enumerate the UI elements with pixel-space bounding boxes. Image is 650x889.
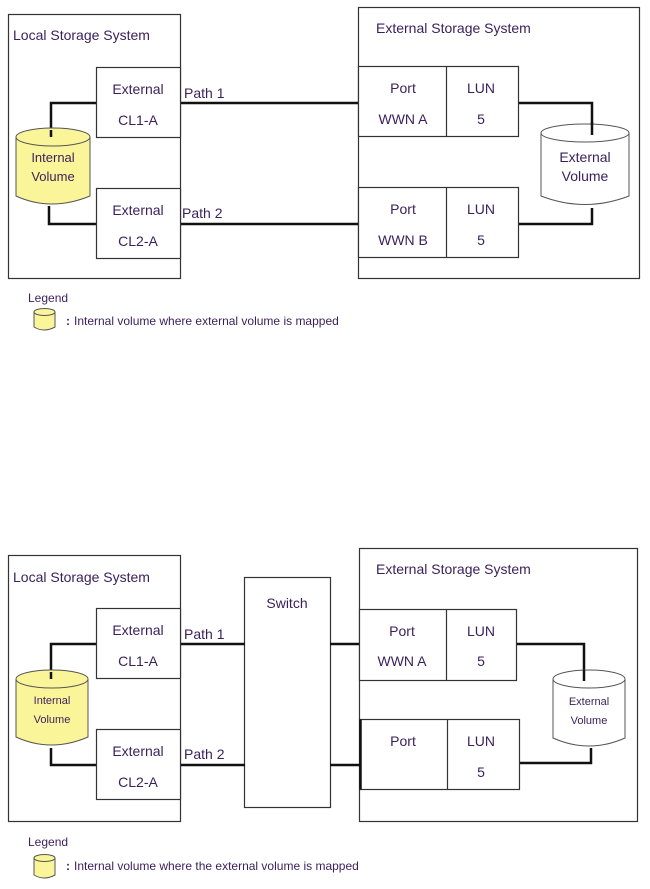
external-port-b-box — [359, 718, 521, 791]
local-storage-system-label: Local Storage System — [13, 569, 150, 585]
external-port-b-label: Port — [390, 201, 416, 217]
legend-1-colon: : — [66, 314, 70, 328]
legend-2-title: Legend — [28, 835, 69, 849]
local-storage-system-label: Local Storage System — [13, 27, 150, 43]
external-port-b-label: Port — [390, 733, 416, 749]
diagram-2: Local Storage System External Storage Sy… — [7, 547, 639, 823]
port-cl1a-id: CL1-A — [118, 653, 158, 669]
port-cl1a-type: External — [112, 81, 163, 97]
port-cl2a-box — [95, 187, 182, 260]
wire-internal-to-cl1a — [49, 101, 96, 130]
switch-box — [243, 576, 332, 809]
external-storage-system-label: External Storage System — [376, 561, 531, 577]
port-cl1a-id: CL1-A — [118, 112, 158, 128]
lun-b-value: 5 — [477, 232, 485, 248]
external-port-a-wwn: WWN A — [378, 653, 428, 669]
legend-2-row: : Internal volume where the external vol… — [60, 859, 359, 873]
legend-1-title: Legend — [28, 291, 69, 305]
internal-volume-label-2: Volume — [34, 714, 71, 726]
external-port-b-box — [357, 186, 520, 259]
lun-a-value: 5 — [477, 111, 485, 127]
internal-volume-cylinder-icon — [15, 127, 91, 205]
internal-volume-label-1: Internal — [34, 695, 71, 707]
diagram-1: Local Storage System External Storage Sy… — [7, 6, 641, 280]
path-2-label: Path 2 — [182, 205, 223, 221]
external-port-a-label: Port — [390, 80, 416, 96]
path-1-label: Path 1 — [184, 85, 225, 101]
legend-2-colon: : — [66, 859, 70, 873]
port-cl2a-type: External — [112, 202, 163, 218]
internal-volume-label-1: Internal — [31, 150, 74, 165]
lun-b-value: 5 — [477, 764, 485, 780]
port-cl2a-box — [95, 728, 182, 801]
path-1-label: Path 1 — [184, 626, 225, 642]
wire-internal-to-cl2a — [47, 206, 96, 226]
legend-2-text: Internal volume where the external volum… — [74, 859, 359, 873]
port-cl2a-type: External — [112, 743, 163, 759]
external-volume-label-1: External — [559, 149, 610, 165]
external-port-a-box — [358, 608, 518, 682]
internal-volume-cylinder-icon — [15, 669, 89, 746]
external-port-a-label: Port — [389, 623, 415, 639]
external-port-b-wwn: WWN B — [378, 232, 428, 248]
external-port-a-wwn: WWN A — [379, 111, 429, 127]
internal-volume-label-2: Volume — [31, 169, 74, 184]
port-cl2a-id: CL2-A — [118, 774, 158, 790]
lun-a-label: LUN — [467, 623, 495, 639]
legend-1-cylinder-icon — [33, 308, 56, 331]
wire-internal-to-cl1a — [49, 642, 96, 672]
legend-1-text: Internal volume where external volume is… — [74, 314, 339, 328]
switch-label: Switch — [266, 595, 307, 611]
external-volume-cylinder-icon — [540, 122, 630, 205]
wire-lun-b-to-external — [519, 748, 593, 765]
wire-internal-to-cl2a — [49, 748, 96, 767]
legend-1-row: : Internal volume where external volume … — [60, 314, 339, 328]
path-2-label: Path 2 — [184, 746, 225, 762]
lun-a-value: 5 — [477, 653, 485, 669]
port-cl1a-box — [95, 66, 182, 139]
external-volume-label-1: External — [569, 696, 609, 708]
legend-2-cylinder-icon — [33, 854, 56, 879]
external-volume-cylinder-icon — [552, 669, 626, 747]
wire-lun-b-to-external — [518, 208, 594, 226]
lun-a-label: LUN — [467, 80, 495, 96]
lun-b-label: LUN — [467, 733, 495, 749]
port-cl1a-type: External — [112, 622, 163, 638]
wire-lun-a-to-external — [517, 642, 586, 672]
port-cl1a-box — [95, 607, 182, 680]
external-volume-label-2: Volume — [562, 168, 609, 184]
port-cl2a-id: CL2-A — [118, 233, 158, 249]
external-port-a-box — [357, 65, 520, 138]
lun-b-label: LUN — [467, 201, 495, 217]
external-volume-label-2: Volume — [571, 715, 608, 727]
external-storage-system-label: External Storage System — [376, 20, 531, 36]
